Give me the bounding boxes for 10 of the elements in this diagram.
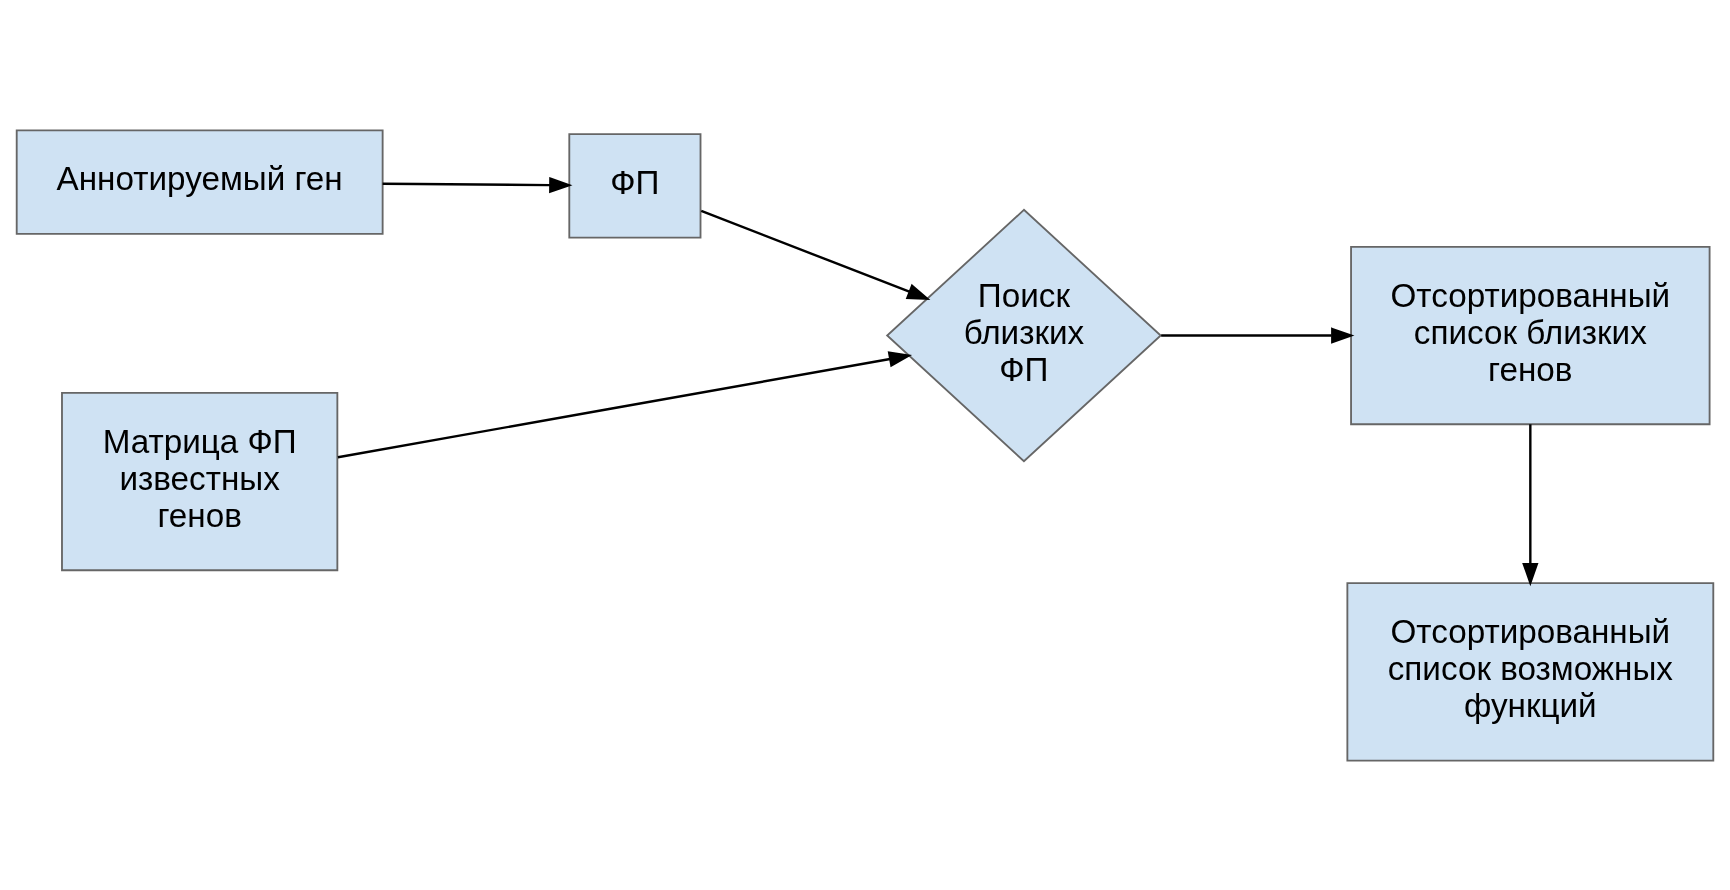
- arrow: [700, 209, 931, 300]
- node-box: Матрица ФП известных генов: [61, 391, 339, 571]
- arrow: [337, 350, 913, 458]
- arrow: [382, 176, 573, 193]
- arrow: [1522, 423, 1539, 586]
- node-box: Отсортированный список возможных функций: [1346, 581, 1715, 762]
- node-box: Отсортированный список близких генов: [1350, 245, 1711, 425]
- arrow: [1161, 326, 1355, 344]
- node-box: ФП: [568, 132, 702, 238]
- node-box: Аннотируемый ген: [15, 128, 384, 235]
